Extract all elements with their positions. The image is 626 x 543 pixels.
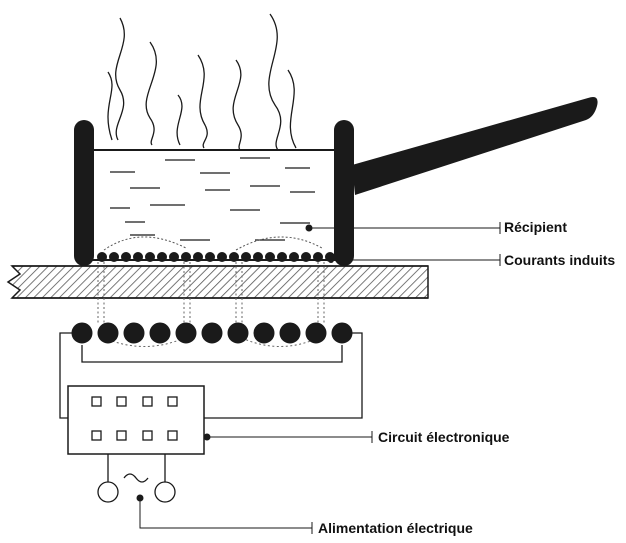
- pot-handle: [352, 97, 598, 195]
- leader-lines: [139, 222, 501, 534]
- tilde-ac-icon: [123, 473, 149, 483]
- pot-body: [85, 149, 341, 261]
- wiring: [59, 332, 363, 419]
- cooktop-surface: [6, 265, 429, 299]
- electronic-circuit-box: [67, 385, 211, 455]
- coil-bracket: [81, 345, 343, 363]
- label-recipient: Récipient: [504, 219, 567, 235]
- pot-wall-right: [334, 120, 354, 266]
- power-supply: [97, 454, 176, 503]
- liquid-dashes: [110, 157, 315, 241]
- label-power-supply: Alimentation électrique: [318, 520, 473, 536]
- pot: [74, 97, 598, 266]
- induction-coil: [71, 322, 353, 344]
- pot-wall-left: [74, 120, 94, 266]
- pot-field-arcs: [103, 236, 323, 251]
- magnetic-field-lines: [97, 262, 325, 347]
- pot-base-induced-currents: [97, 252, 335, 262]
- label-induced-currents: Courants induits: [504, 252, 615, 268]
- steam-lines: [107, 13, 297, 151]
- label-electronic-circuit: Circuit électronique: [378, 429, 510, 445]
